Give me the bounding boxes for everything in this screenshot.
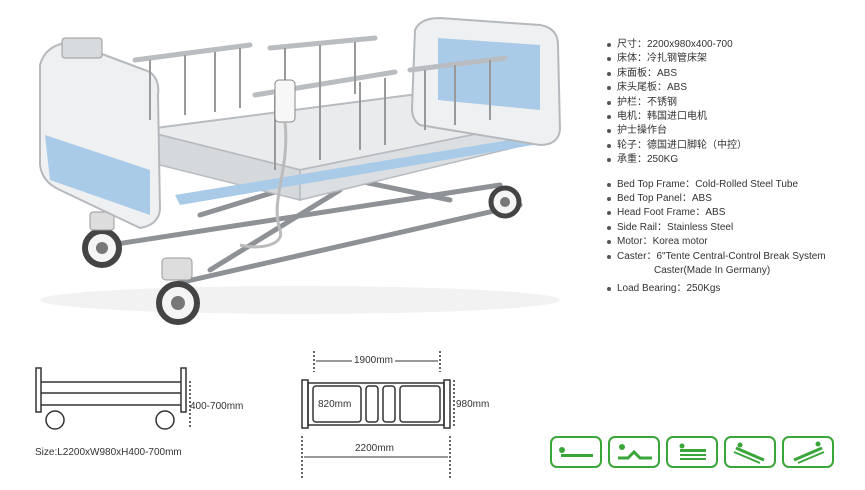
control-panel (61, 37, 103, 59)
spec-item: 电机：韩国进口电机 (606, 110, 861, 124)
specification-list: 尺寸：2200x980x400-700 床体：冷扎钢管床架 床面板：ABS 床头… (606, 38, 861, 296)
inner-width-label: 820mm (318, 399, 352, 410)
bed-position-icons (550, 436, 850, 472)
spec-item: Caster：6"Tente Central-Control Break Sys… (606, 250, 861, 279)
total-width-label: 980mm (456, 399, 490, 410)
hospital-bed-illustration (39, 16, 562, 325)
spec-item: 床面板：ABS (606, 67, 861, 81)
total-length-label: 2200mm (353, 443, 396, 454)
trendelenburg-icon (724, 436, 776, 468)
specs-chinese: 尺寸：2200x980x400-700 床体：冷扎钢管床架 床面板：ABS 床头… (606, 38, 861, 168)
spec-item: Motor：Korea motor (606, 235, 861, 249)
reverse-trendelenburg-icon (782, 436, 834, 468)
flat-position-icon (550, 436, 602, 468)
spec-item: Head Foot Frame：ABS (606, 206, 861, 220)
foot-board (410, 16, 562, 147)
spec-item: Side Rail：Stainless Steel (606, 221, 861, 235)
dimension-diagrams (35, 351, 455, 478)
side-rails (132, 35, 508, 98)
overall-size-label: Size:L2200xW980xH400-700mm (35, 447, 182, 458)
spec-item: Bed Top Panel：ABS (606, 192, 861, 206)
side-view-height-label: 400-700mm (190, 401, 244, 412)
spec-item: 尺寸：2200x980x400-700 (606, 38, 861, 52)
side-view-diagram (35, 367, 191, 430)
spec-item: 轮子：德国进口脚轮（中控） (606, 139, 861, 153)
hi-lo-position-icon (666, 436, 718, 468)
top-width-label: 1900mm (352, 355, 395, 366)
spec-item: Bed Top Frame：Cold-Rolled Steel Tube (606, 178, 861, 192)
spec-item: Load Bearing：250Kgs (606, 282, 861, 296)
hand-control-remote (274, 79, 296, 123)
spec-item: 床体：冷扎钢管床架 (606, 52, 861, 66)
head-board (39, 37, 162, 230)
caster-wheels (82, 185, 522, 325)
spec-item: 护栏：不锈钢 (606, 96, 861, 110)
spec-item: 承重：250KG (606, 153, 861, 167)
spec-item: 床头尾板：ABS (606, 81, 861, 95)
back-raise-position-icon (608, 436, 660, 468)
spec-item: 护士操作台 (606, 124, 861, 138)
top-view-diagram (301, 351, 455, 478)
specs-english: Bed Top Frame：Cold-Rolled Steel Tube Bed… (606, 178, 861, 296)
